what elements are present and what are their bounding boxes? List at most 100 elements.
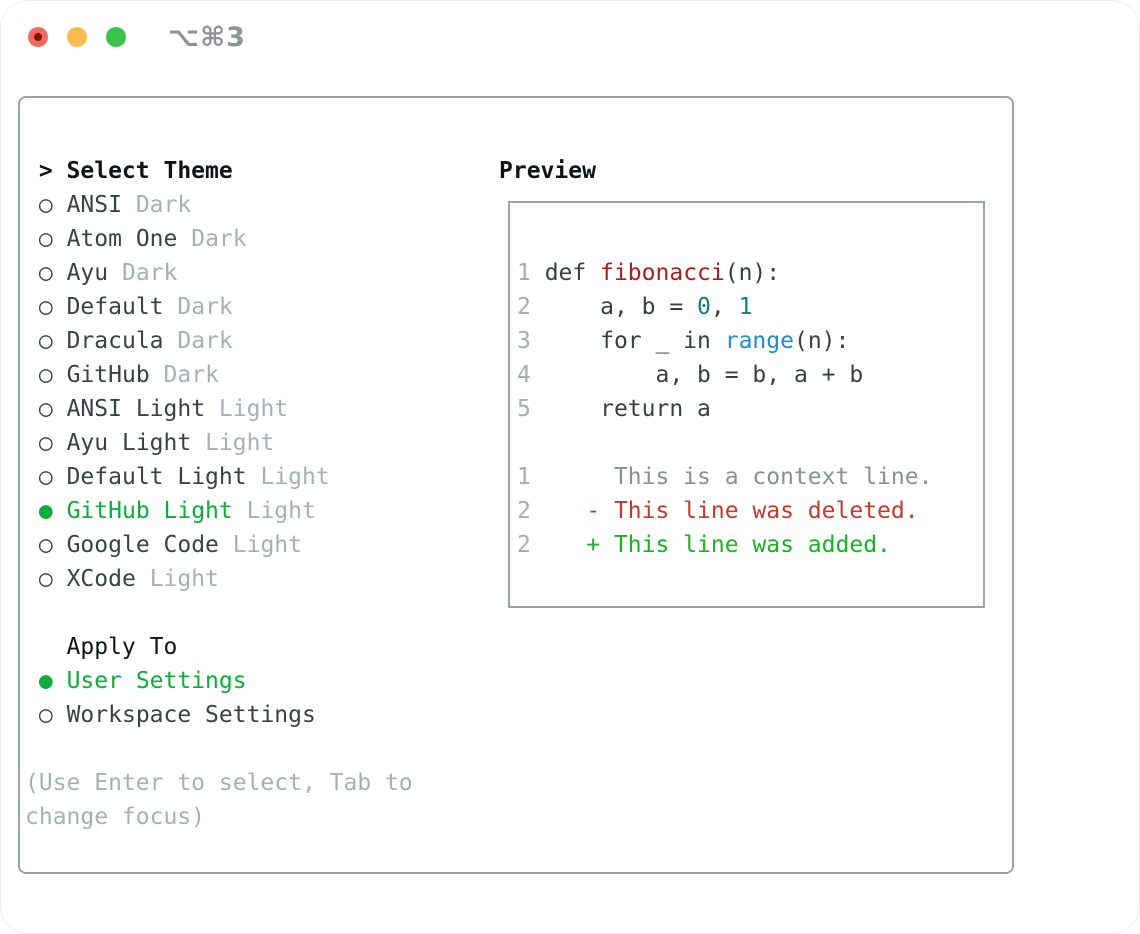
theme-option-github-light-light[interactable]: ● GitHub Light Light <box>25 494 413 528</box>
gap <box>233 498 247 524</box>
theme-option-atom-one-dark[interactable]: ○ Atom One Dark <box>25 222 413 256</box>
theme-option-ansi-dark[interactable]: ○ ANSI Dark <box>25 188 413 222</box>
theme-name: Ayu <box>66 260 109 286</box>
code-token-deleted: - This line was deleted. <box>530 498 919 524</box>
indent <box>25 566 39 592</box>
line-number: 1 <box>517 464 531 490</box>
theme-variant-tag: Light <box>246 498 316 524</box>
gap <box>53 702 67 728</box>
theme-variant-tag: Light <box>205 430 275 456</box>
close-button[interactable] <box>28 27 48 47</box>
apply-to-header: Apply To <box>25 630 413 664</box>
code-token-added: + This line was added. <box>530 532 891 558</box>
gap <box>164 294 178 320</box>
theme-name: ANSI Light <box>66 396 206 422</box>
theme-name: Ayu Light <box>66 430 192 456</box>
line-number: 1 <box>517 260 531 286</box>
select-theme-title: Select Theme <box>66 158 233 184</box>
code-token-plain: for _ in <box>530 328 725 354</box>
gap <box>122 192 136 218</box>
code-token-context: This is a context line. <box>530 464 933 490</box>
gap <box>150 362 164 388</box>
code-token-number: 1 <box>738 294 753 320</box>
radio-unselected-icon: ○ <box>38 260 53 286</box>
theme-option-github-dark[interactable]: ○ GitHub Dark <box>25 358 413 392</box>
gap <box>205 396 219 422</box>
theme-option-default-light-light[interactable]: ○ Default Light Light <box>25 460 413 494</box>
gap <box>136 566 150 592</box>
theme-list: > Select Theme ○ ANSI Dark ○ Atom One Da… <box>25 154 413 834</box>
theme-name: Default Light <box>66 464 247 490</box>
radio-unselected-icon: ○ <box>38 192 53 218</box>
theme-option-google-code-light[interactable]: ○ Google Code Light <box>25 528 413 562</box>
indent <box>25 260 39 286</box>
gap <box>177 226 191 252</box>
theme-option-ayu-dark[interactable]: ○ Ayu Dark <box>25 256 413 290</box>
theme-option-default-dark[interactable]: ○ Default Dark <box>25 290 413 324</box>
gap <box>53 396 67 422</box>
indent <box>25 668 39 694</box>
indent <box>25 464 39 490</box>
gap <box>53 294 67 320</box>
indent <box>25 328 39 354</box>
code-line-3: 3 for _ in range(n): <box>517 324 983 358</box>
theme-option-ansi-light-light[interactable]: ○ ANSI Light Light <box>25 392 413 426</box>
code-blank-line <box>517 426 983 460</box>
theme-name: Default <box>66 294 164 320</box>
window-title: ⌥⌘3 <box>168 22 246 53</box>
apply-option-label: User Settings <box>66 668 247 694</box>
radio-unselected-icon: ○ <box>38 362 53 388</box>
theme-option-dracula-dark[interactable]: ○ Dracula Dark <box>25 324 413 358</box>
code-line-1: 1 def fibonacci(n): <box>517 256 983 290</box>
theme-name: Atom One <box>66 226 178 252</box>
code-token-plain: a, b = b, a + b <box>530 362 864 388</box>
gap <box>247 464 261 490</box>
theme-variant-tag: Light <box>149 566 219 592</box>
radio-unselected-icon: ○ <box>38 294 53 320</box>
line-number: 3 <box>517 328 531 354</box>
gap <box>53 226 67 252</box>
preview-header: Preview <box>499 158 596 184</box>
code-line-2: 2 a, b = 0, 1 <box>517 290 983 324</box>
radio-unselected-icon: ○ <box>38 702 53 728</box>
radio-unselected-icon: ○ <box>38 532 53 558</box>
radio-selected-icon: ● <box>38 668 53 694</box>
gap <box>53 668 67 694</box>
gap <box>164 328 178 354</box>
theme-option-ayu-light-light[interactable]: ○ Ayu Light Light <box>25 426 413 460</box>
gap <box>53 430 67 456</box>
minimize-button[interactable] <box>67 27 87 47</box>
radio-unselected-icon: ○ <box>38 430 53 456</box>
code-token-plain: def <box>530 260 601 286</box>
gap <box>53 464 67 490</box>
keyboard-hint-text: (Use Enter to select, Tab to <box>25 766 413 800</box>
code-line-9: 2 + This line was added. <box>517 528 983 562</box>
radio-selected-icon: ● <box>38 498 53 524</box>
theme-variant-tag: Dark <box>177 328 233 354</box>
apply-option-user-settings[interactable]: ● User Settings <box>25 664 413 698</box>
code-token-number: 0 <box>697 294 711 320</box>
gap <box>53 362 67 388</box>
code-token-plain: (n): <box>724 260 781 286</box>
gap <box>53 192 67 218</box>
radio-unselected-icon: ○ <box>38 464 53 490</box>
apply-option-label: Workspace Settings <box>66 702 316 728</box>
code-token-plain: return a <box>530 396 711 422</box>
indent <box>25 294 39 320</box>
code-token-plain: a, b = <box>530 294 698 320</box>
select-theme-header: > Select Theme <box>25 154 413 188</box>
gap <box>191 430 205 456</box>
code-token-builtin: range <box>724 328 794 354</box>
code-line-7: 1 This is a context line. <box>517 460 983 494</box>
apply-option-workspace-settings[interactable]: ○ Workspace Settings <box>25 698 413 732</box>
theme-option-xcode-light[interactable]: ○ XCode Light <box>25 562 413 596</box>
theme-name: ANSI <box>66 192 122 218</box>
zoom-button[interactable] <box>106 27 126 47</box>
theme-name: GitHub Light <box>66 498 233 524</box>
gap <box>53 566 67 592</box>
theme-name: GitHub <box>66 362 150 388</box>
code-token-plain: , <box>710 294 739 320</box>
radio-unselected-icon: ○ <box>38 396 53 422</box>
